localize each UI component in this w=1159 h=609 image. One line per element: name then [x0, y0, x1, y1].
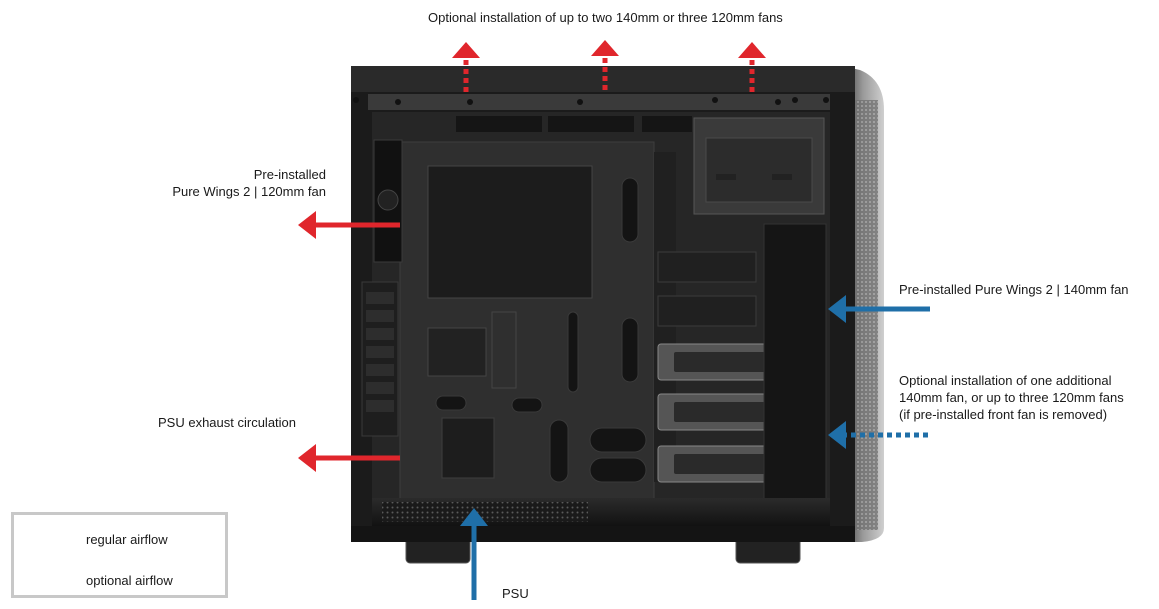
front-optional-label: Optional installation of one additional … — [899, 372, 1124, 423]
cpu-cutout — [427, 165, 593, 299]
psu-exhaust-label: PSU exhaust circulation — [158, 415, 297, 430]
pc-case — [351, 66, 884, 564]
legend — [11, 512, 228, 598]
top-fans-label: Optional installation of up to two 140mm… — [428, 10, 783, 25]
front-intake-arrow — [828, 295, 930, 323]
front-fan-frame — [763, 223, 827, 521]
psu-label: PSU — [502, 586, 529, 601]
psu-exhaust-arrow — [298, 444, 400, 472]
front-optional-label-line3: (if pre-installed front fan is removed) — [899, 407, 1108, 422]
airflow-arrows — [298, 40, 930, 600]
front-fan-label: Pre-installed Pure Wings 2 | 140mm fan — [899, 282, 1129, 297]
rear-exhaust-arrow — [298, 211, 400, 239]
psu-vent — [382, 502, 588, 522]
rear-fan-label-line1: Pre-installed — [253, 167, 326, 182]
expansion-slots — [361, 281, 399, 437]
top-optional-exhaust-arrow-1 — [452, 42, 480, 92]
top-optional-exhaust-arrow-2 — [591, 40, 619, 90]
front-optional-label-line1: Optional installation of one additional — [899, 373, 1112, 388]
legend-regular-label: regular airflow — [86, 532, 168, 547]
front-optional-intake-arrow — [828, 421, 928, 449]
rear-fan-label-line2: Pure Wings 2 | 120mm fan — [172, 184, 326, 199]
rear-fan-label: Pre-installed Pure Wings 2 | 120mm fan — [140, 166, 326, 200]
front-optional-label-line2: 140mm fan, or up to three 120mm fans — [899, 390, 1124, 405]
psu-intake-arrow — [460, 508, 488, 600]
legend-optional-label: optional airflow — [86, 573, 173, 588]
top-optional-exhaust-arrow-3 — [738, 42, 766, 92]
